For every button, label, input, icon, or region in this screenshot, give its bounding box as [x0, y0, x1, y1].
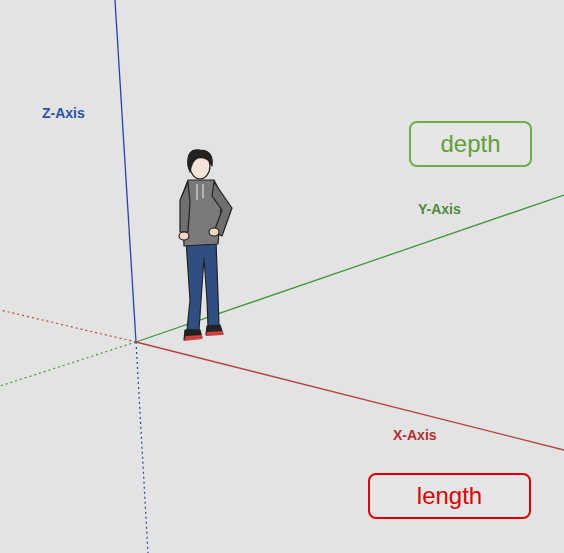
z-axis-line [115, 0, 136, 342]
callout-text: length [417, 483, 482, 509]
callout-box: depth [409, 121, 532, 167]
callout-text: depth [440, 131, 500, 157]
axis-label: Z-Axis [42, 106, 85, 121]
axis-label: X-Axis [393, 428, 437, 443]
y-axis-negative [0, 342, 136, 386]
x-axis-negative [0, 310, 136, 342]
callout-box: length [368, 473, 531, 519]
x-axis-line [136, 342, 564, 450]
person-figure [179, 150, 232, 341]
z-axis-negative [136, 342, 148, 553]
axis-label: Y-Axis [418, 202, 461, 217]
